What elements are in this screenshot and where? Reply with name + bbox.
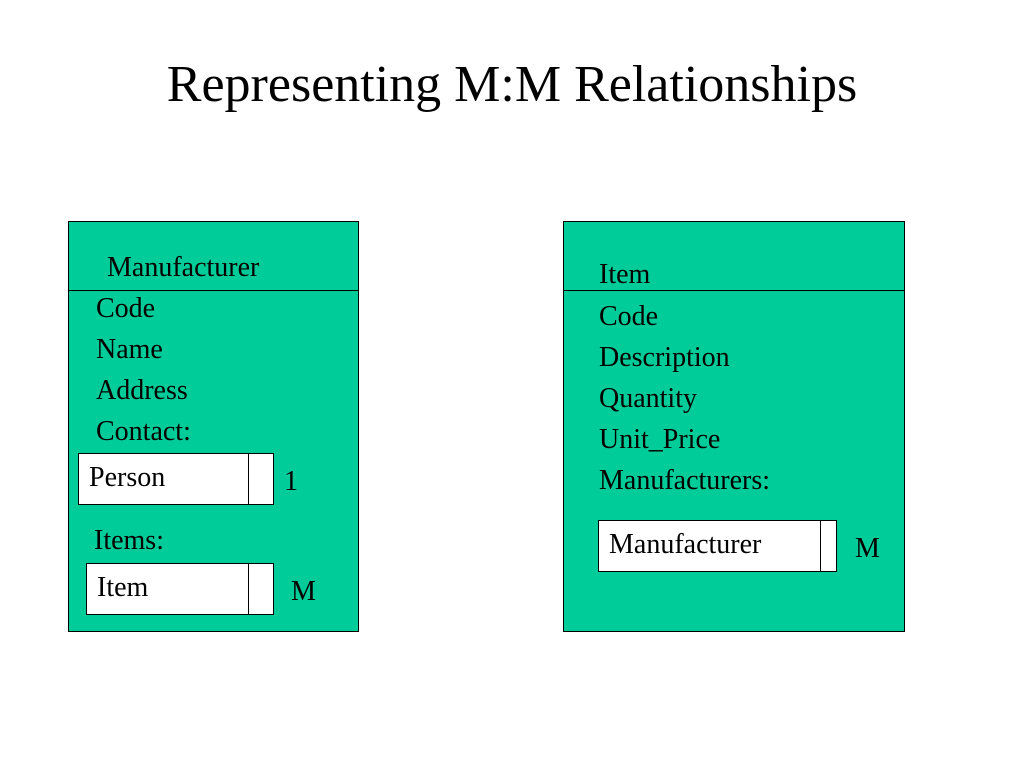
manufacturer-reference-label: Manufacturer [609,529,762,560]
reference-divider [820,521,821,571]
entity-header-divider [69,290,358,291]
field-contact: Contact: [96,416,191,447]
items-label: Items: [94,525,164,556]
field-address: Address [96,375,188,406]
manufacturer-cardinality: M [855,533,880,564]
field-name: Name [96,334,163,365]
entity-header-divider [564,290,904,291]
manufacturer-entity-box: Manufacturer Code Name Address Contact: … [68,221,359,632]
entity-name: Item [599,259,651,290]
field-description: Description [599,342,730,373]
manufacturer-reference-box: Manufacturer [598,520,837,572]
item-reference-box: Item [86,563,274,615]
item-entity-box: Item Code Description Quantity Unit_Pric… [563,221,905,632]
item-cardinality: M [291,576,316,607]
field-code: Code [599,301,659,332]
item-reference-label: Item [97,572,149,603]
person-reference-label: Person [89,462,166,493]
reference-divider [248,564,249,614]
field-code: Code [96,293,156,324]
slide-title: Representing M:M Relationships [166,56,858,113]
field-quantity: Quantity [599,383,697,414]
reference-divider [248,454,249,504]
entity-name: Manufacturer [107,252,260,283]
person-reference-box: Person [78,453,274,505]
field-unit-price: Unit_Price [599,424,721,455]
person-cardinality: 1 [284,466,298,497]
field-manufacturers: Manufacturers: [599,465,771,496]
